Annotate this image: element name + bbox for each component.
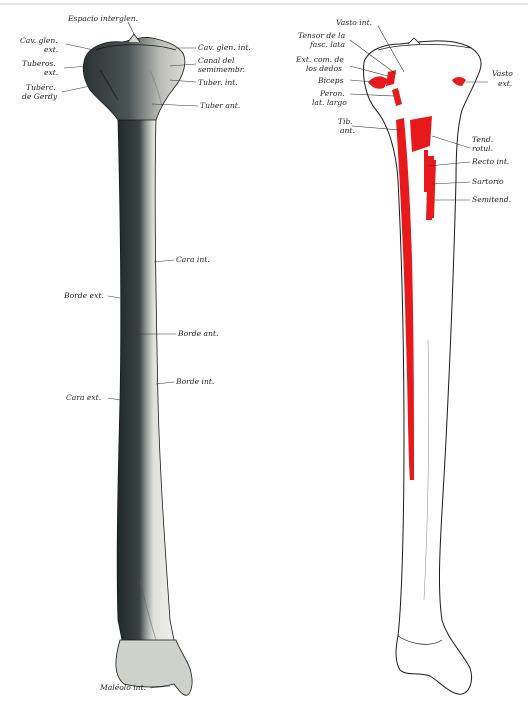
label-peron-2: lat. largo: [312, 98, 347, 107]
label-peron-1: Peron.: [319, 89, 345, 98]
label-tib-ant-1: Tib.: [338, 117, 353, 126]
label-vasto-ext-2: ext.: [498, 79, 512, 88]
label-cara-int: Cara int.: [176, 255, 210, 264]
label-recto-int: Recto int.: [471, 157, 509, 166]
label-canal-semimembr-1: Canal del: [198, 56, 235, 65]
label-tuberc-gerdy-1: Tubérc.: [26, 83, 56, 92]
left-tibia-drawing: [83, 34, 192, 695]
label-vasto-int: Vasto int.: [336, 18, 372, 27]
left-tibia-shaft: [117, 120, 176, 650]
label-canal-semimembr-2: semimembr.: [198, 65, 245, 74]
label-sartorio: Sartorio: [472, 177, 504, 186]
label-cav-glen-ext-1: Cav. glen.: [20, 36, 58, 45]
label-ext-com-1: Ext. com. de: [295, 55, 344, 64]
label-cav-glen-ext-2: ext.: [44, 45, 58, 54]
label-borde-ext: Borde ext.: [63, 291, 104, 300]
label-tuber-ant: Tuber ant.: [200, 101, 240, 110]
label-cav-glen-int: Cav. glen. int.: [198, 43, 251, 52]
label-tensor-2: fasc. lata: [309, 40, 345, 49]
label-vasto-ext-1: Vasto: [492, 69, 513, 78]
label-espacio-interglen: Espacio interglen.: [67, 14, 138, 23]
label-ext-com-2: los dedos: [306, 64, 342, 73]
label-tib-ant-2: ant.: [340, 126, 355, 135]
label-cara-ext: Cara ext.: [66, 393, 101, 402]
label-tuberos-ext-1: Tuberos.: [22, 59, 56, 68]
label-semitend: Semitend.: [472, 195, 511, 204]
label-tend-rotul-1: Tend.: [472, 135, 493, 144]
label-borde-int: Borde int.: [175, 377, 214, 386]
label-tuber-int: Tuber. int.: [198, 78, 238, 87]
label-biceps: Biceps: [317, 76, 344, 85]
label-tensor-1: Tensor de la: [298, 31, 346, 40]
label-tuberc-gerdy-2: de Gerdy: [22, 92, 58, 101]
label-tuberos-ext-2: ext.: [44, 68, 58, 77]
label-maleolo-int: Maléolo int.: [99, 683, 146, 692]
label-borde-ant: Borde ant.: [177, 329, 218, 338]
label-tend-rotul-2: rotul.: [472, 144, 493, 153]
